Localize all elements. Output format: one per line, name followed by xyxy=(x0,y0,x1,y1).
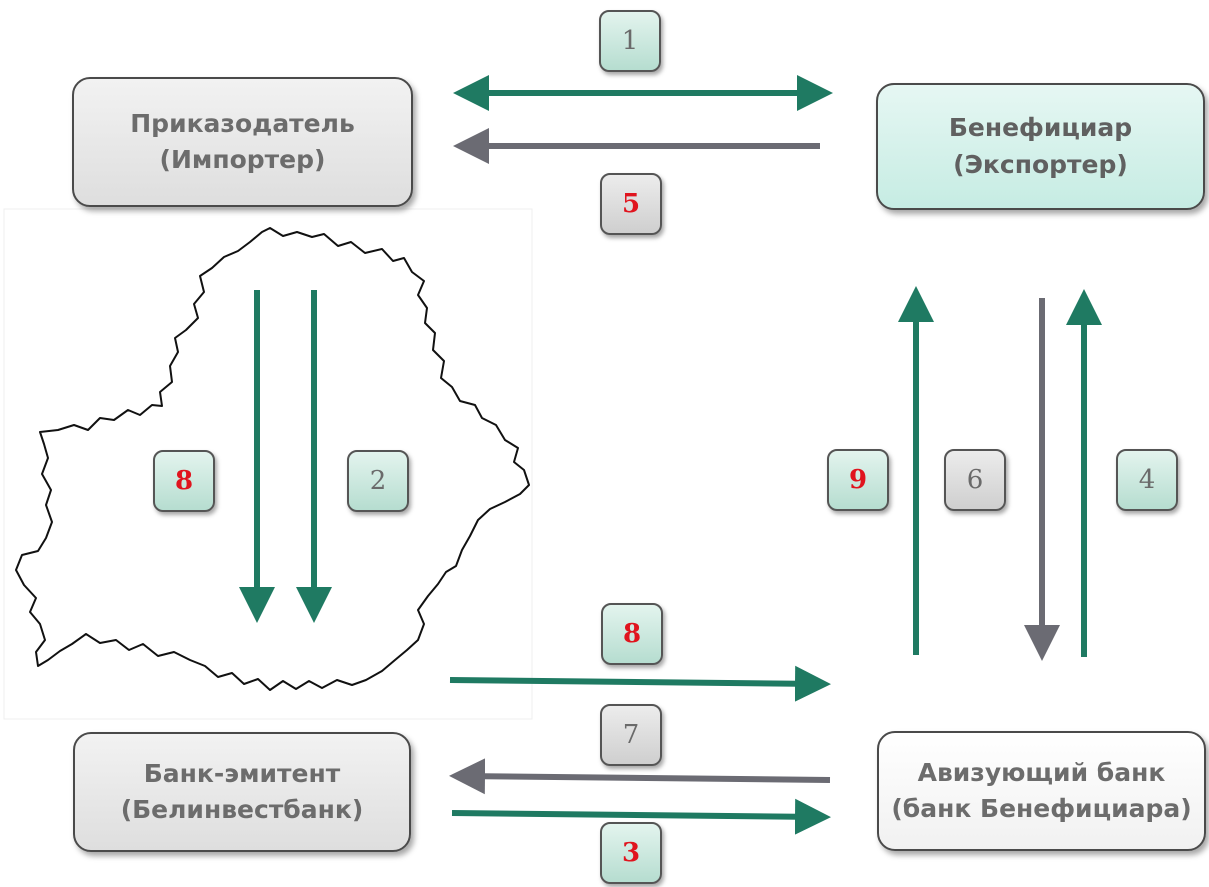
step-2-badge: 2 xyxy=(347,450,409,512)
issuing-bank-detail: (Белинвестбанк) xyxy=(120,795,364,824)
advising-bank-name: Авизующий банк xyxy=(917,757,1166,787)
beneficiary-name: Бенефициар xyxy=(948,113,1133,143)
issuing-bank-name: Банк-эмитент xyxy=(143,758,341,788)
step-8-badge-bottom: 8 xyxy=(601,603,663,665)
beneficiary-box: Бенефициар (Экспортер) xyxy=(876,83,1205,210)
map-frame xyxy=(3,208,533,720)
advising-bank-detail: (банк Бенефициара) xyxy=(891,794,1192,823)
step-8-badge-left: 8 xyxy=(153,450,215,512)
beneficiary-role: (Экспортер) xyxy=(953,149,1128,179)
applicant-name: Приказодатель xyxy=(130,108,355,138)
advising-bank-box: Авизующий банк (банк Бенефициара) xyxy=(877,731,1206,851)
step-6-badge: 6 xyxy=(944,449,1006,511)
step-3-badge: 3 xyxy=(600,822,662,884)
applicant-role: (Импортер) xyxy=(159,145,326,174)
arrow-8-right xyxy=(449,665,831,702)
applicant-box: Приказодатель (Импортер) xyxy=(72,77,413,207)
step-9-badge: 9 xyxy=(827,449,889,511)
step-4-badge: 4 xyxy=(1116,449,1178,511)
step-1-badge: 1 xyxy=(599,10,661,72)
arrow-3-right xyxy=(451,798,831,835)
step-5-badge: 5 xyxy=(600,173,662,235)
issuing-bank-box: Банк-эмитент (Белинвестбанк) xyxy=(73,732,411,852)
belarus-map-outline xyxy=(15,227,530,691)
arrow-7-left xyxy=(449,758,831,795)
step-7-badge: 7 xyxy=(600,704,662,766)
